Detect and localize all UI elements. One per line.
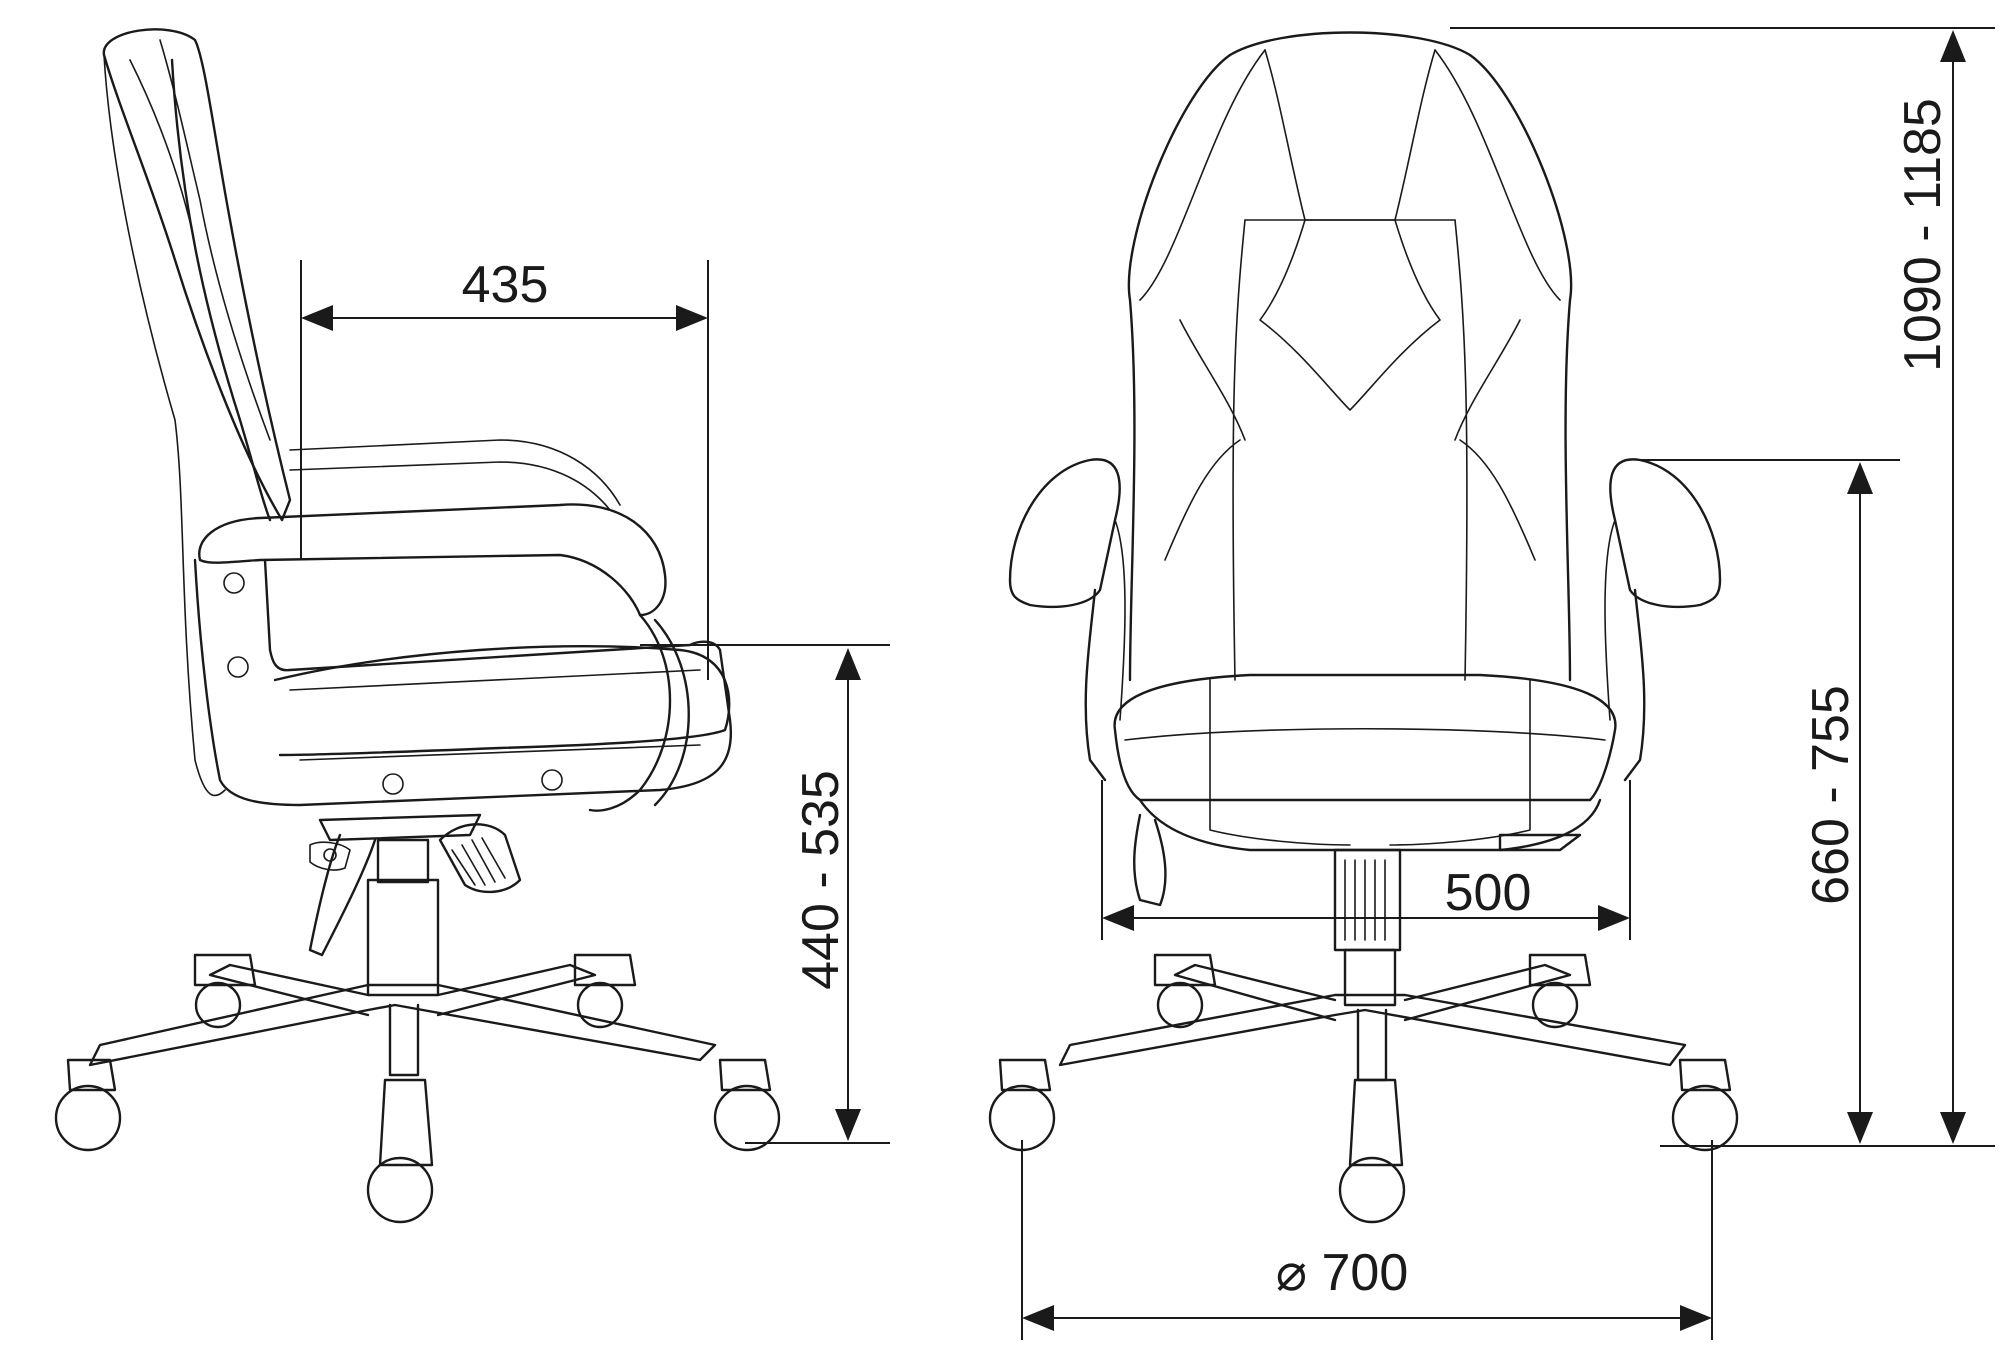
dim-seat-depth: 435 (300, 256, 709, 680)
base-diameter-label: ⌀ 700 (1276, 1244, 1409, 1302)
side-seat-cushion (273, 645, 731, 757)
side-gas-lift (376, 838, 430, 884)
front-seat (1113, 673, 1617, 802)
side-base (88, 983, 717, 1067)
seat-width-label: 500 (1445, 864, 1532, 922)
armrest-height-label: 660 - 755 (1802, 685, 1860, 905)
side-knob (438, 823, 522, 894)
dim-seat-width: 500 (1101, 780, 1631, 940)
dim-total-height: 1090 - 1185 (1450, 27, 1995, 1147)
seat-depth-label: 435 (462, 256, 549, 314)
dim-seat-height: 440 - 535 (640, 644, 890, 1144)
total-height-label: 1090 - 1185 (1894, 98, 1952, 372)
side-seat-frame (193, 558, 733, 807)
dim-base-diameter: ⌀ 700 (1021, 1140, 1713, 1340)
side-view-chair (54, 28, 781, 1224)
front-view-chair (988, 31, 1739, 1224)
seat-height-label: 440 - 535 (792, 770, 850, 990)
front-backrest (1127, 31, 1573, 682)
front-base (1058, 993, 1687, 1067)
side-lever (308, 833, 377, 957)
side-casters (54, 953, 781, 1224)
front-right-armrest (1609, 458, 1722, 609)
side-armrest (198, 503, 667, 617)
front-left-armrest (1008, 458, 1121, 609)
side-backrest (102, 28, 292, 522)
